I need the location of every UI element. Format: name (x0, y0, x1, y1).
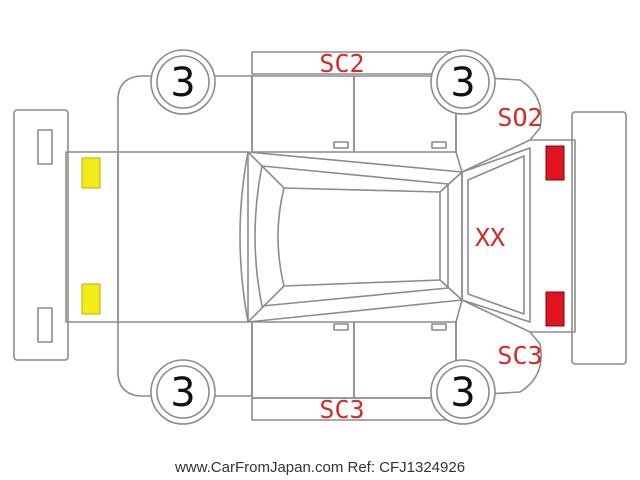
front-marker-top (81, 157, 101, 189)
wheel-front-left: 3 (150, 49, 216, 115)
wheel-rear-right-grade: 3 (450, 370, 475, 416)
front-marker-bottom (81, 283, 101, 315)
rear-bumper (571, 111, 627, 365)
cabin (239, 151, 463, 323)
damage-code-bottom-right: SC3 (497, 341, 542, 370)
wheel-front-left-grade: 3 (170, 60, 195, 106)
wheel-front-right: 3 (430, 49, 496, 115)
damage-code-rear-window: XX (475, 223, 505, 252)
rear-marker-top (545, 145, 565, 181)
front-bumper (13, 109, 69, 361)
rear-marker-bottom (545, 291, 565, 327)
front-markers (81, 157, 101, 315)
footer-reference: www.CarFromJapan.com Ref: CFJ1324926 (174, 459, 465, 476)
wheel-rear-right: 3 (430, 359, 496, 425)
top-side-body (117, 51, 542, 173)
wheel-rear-left: 3 (150, 359, 216, 425)
damage-code-top-doors: SC2 (319, 49, 364, 78)
damage-code-top-right: SO2 (497, 103, 542, 132)
wheel-rear-left-grade: 3 (170, 370, 195, 416)
damage-code-bottom-doors: SC3 (319, 395, 364, 424)
rear-markers (545, 145, 565, 327)
wheel-front-right-grade: 3 (450, 60, 475, 106)
rear-window (461, 139, 576, 333)
